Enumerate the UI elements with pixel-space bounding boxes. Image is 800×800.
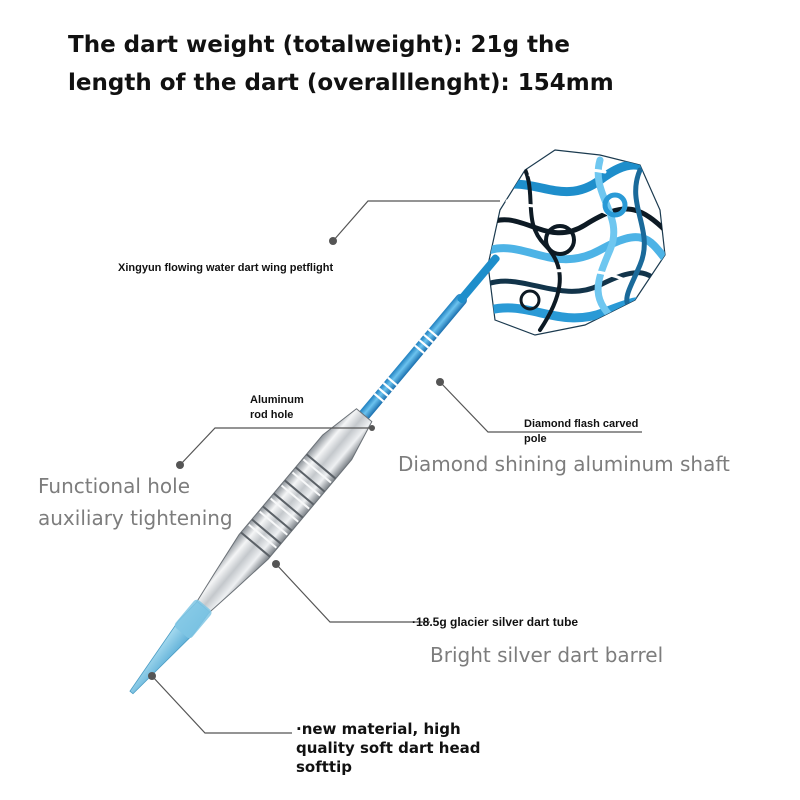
leader-dot-tube bbox=[272, 560, 280, 568]
softtip-line-1: ·new material, high bbox=[296, 720, 461, 738]
flight-shape bbox=[487, 149, 666, 336]
leader-dot-flight bbox=[329, 237, 337, 245]
pole-label: Diamond flash carved pole bbox=[524, 417, 638, 447]
barrel-label: Bright silver dart barrel bbox=[430, 643, 664, 667]
flight-label: Xingyun flowing water dart wing petfligh… bbox=[118, 262, 334, 274]
softtip-line-2: quality soft dart head bbox=[296, 739, 481, 757]
rod-hole-line-2: rod hole bbox=[250, 409, 294, 421]
rod-hole-line-1: Aluminum bbox=[250, 394, 304, 406]
dart-body bbox=[129, 254, 500, 695]
functional-hole-line-1: Functional hole bbox=[38, 474, 191, 498]
leader-dot-pole bbox=[436, 378, 444, 386]
rod-hole-label: Aluminum rod hole bbox=[250, 393, 304, 423]
leader-dot-rod-hole bbox=[369, 425, 375, 431]
leader-lines bbox=[151, 200, 642, 734]
shaft-label: Diamond shining aluminum shaft bbox=[398, 452, 730, 476]
headline-line-1: The dart weight (totalweight): 21g the bbox=[68, 32, 571, 58]
leader-dot-functional-hole bbox=[176, 461, 184, 469]
tube-label: ·18.5g glacier silver dart tube bbox=[412, 615, 579, 629]
pole-line-2: pole bbox=[524, 433, 547, 445]
functional-hole-line-2: auxiliary tightening bbox=[38, 506, 233, 530]
leader-dot-softtip bbox=[148, 672, 156, 680]
pole-line-1: Diamond flash carved bbox=[524, 418, 639, 430]
softtip-line-3: softtip bbox=[296, 758, 352, 776]
functional-hole-label: Functional hole auxiliary tightening bbox=[38, 470, 233, 534]
softtip-label: ·new material, high quality soft dart he… bbox=[296, 720, 481, 777]
headline-line-2: length of the dart (overalllenght): 154m… bbox=[68, 70, 614, 96]
headline: The dart weight (totalweight): 21g the l… bbox=[68, 26, 748, 102]
